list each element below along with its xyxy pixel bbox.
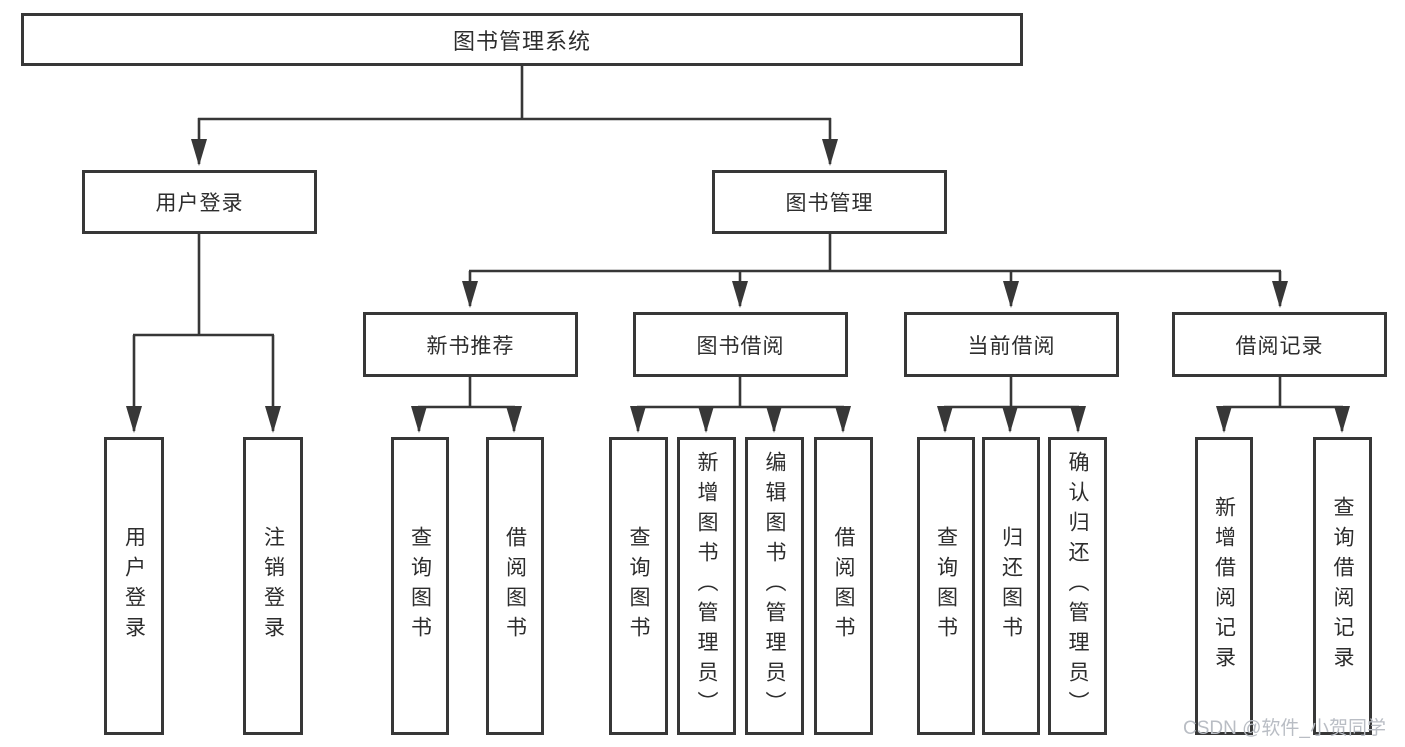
node-book-borrowing: 图书借阅	[633, 312, 848, 377]
node-book-management: 图书管理	[712, 170, 947, 234]
node-label: 当前借阅	[967, 334, 1056, 358]
node-label: 新增图书（管理员）	[695, 451, 718, 721]
node-user-login-group: 用户登录	[82, 170, 317, 234]
node-label: 图书管理系统	[452, 28, 591, 54]
node-label: 查询图书	[627, 526, 650, 646]
node-new-book-recommend: 新书推荐	[363, 312, 578, 377]
node-label: 注销登录	[261, 526, 285, 646]
leaf-borrow-books-1: 借阅图书	[486, 437, 544, 735]
node-label: 图书借阅	[696, 334, 785, 358]
node-label: 用户登录	[155, 192, 244, 215]
node-label: 借阅记录	[1235, 334, 1324, 358]
leaf-query-borrow-record: 查询借阅记录	[1313, 437, 1372, 735]
leaf-confirm-return-admin: 确认归还（管理员）	[1048, 437, 1107, 735]
leaf-add-borrow-record: 新增借阅记录	[1195, 437, 1253, 735]
leaf-query-books-1: 查询图书	[391, 437, 449, 735]
leaf-user-login: 用户登录	[104, 437, 164, 735]
node-label: 借阅图书	[503, 526, 527, 646]
leaf-return-book: 归还图书	[982, 437, 1040, 735]
node-root-library-system: 图书管理系统	[21, 13, 1023, 66]
node-label: 查询借阅记录	[1331, 496, 1354, 676]
leaf-borrow-books-2: 借阅图书	[814, 437, 873, 735]
node-label: 确认归还（管理员）	[1066, 451, 1089, 721]
node-label: 查询图书	[408, 526, 432, 646]
node-label: 新书推荐	[426, 334, 515, 358]
node-current-borrowing: 当前借阅	[904, 312, 1119, 377]
node-label: 用户登录	[122, 526, 146, 646]
node-borrowing-records: 借阅记录	[1172, 312, 1387, 377]
node-label: 新增借阅记录	[1212, 496, 1236, 676]
node-label: 编辑图书（管理员）	[763, 451, 786, 721]
leaf-edit-book-admin: 编辑图书（管理员）	[745, 437, 804, 735]
leaf-query-books-3: 查询图书	[917, 437, 975, 735]
leaf-logout: 注销登录	[243, 437, 303, 735]
node-label: 归还图书	[999, 526, 1023, 646]
node-label: 图书管理	[785, 192, 874, 215]
leaf-query-books-2: 查询图书	[609, 437, 668, 735]
node-label: 借阅图书	[832, 526, 855, 646]
leaf-add-book-admin: 新增图书（管理员）	[677, 437, 736, 735]
node-label: 查询图书	[934, 526, 958, 646]
